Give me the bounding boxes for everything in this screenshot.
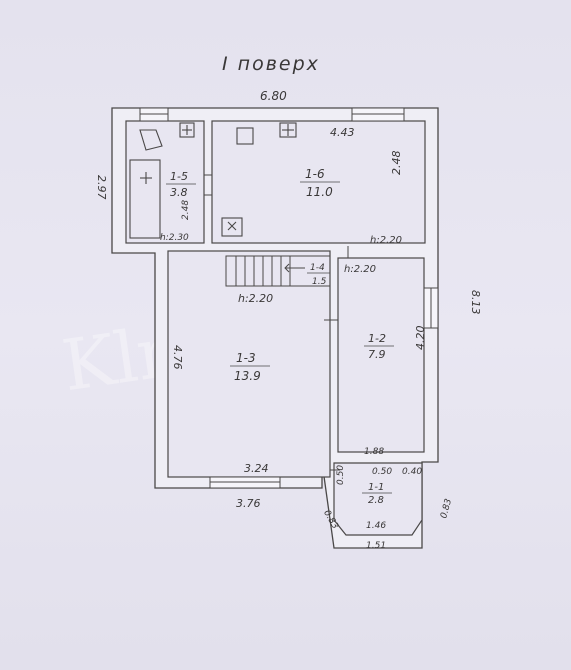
room-1-3-area: 13.9 (234, 369, 261, 383)
room-1-2-area (337, 257, 425, 453)
dim-top-width: 6.80 (260, 89, 287, 103)
room-1-5-id: 1-5 (170, 170, 188, 183)
room-1-2-id: 1-2 (368, 332, 386, 345)
room-1-3-area (167, 250, 331, 478)
dim-porch-left: 0.50 (336, 465, 346, 485)
room-1-5-area: 3.8 (170, 186, 188, 199)
room-1-3-id: 1-3 (236, 351, 256, 365)
dim-room15-inner: 2.48 (181, 200, 191, 220)
room-1-6-height: h:2.20 (370, 235, 402, 246)
boiler-icon (221, 217, 243, 237)
room-1-1-id: 1-1 (368, 482, 384, 493)
room-1-4-area: 1.5 (312, 277, 327, 287)
dim-right-outer: 8.13 (469, 290, 482, 315)
toilet-icon (139, 129, 163, 151)
dim-porch-bottom-outer: 1.51 (366, 541, 386, 551)
dim-stair-height: h:2.20 (238, 292, 273, 305)
dim-porch-mid: 0.50 (372, 467, 392, 477)
dim-porch-top: 1.88 (364, 447, 384, 457)
dim-room13-bottom-outer: 3.76 (236, 497, 261, 510)
dim-room16-right: 2.48 (390, 151, 403, 176)
stove-icon (236, 127, 254, 145)
door-marks (204, 174, 349, 471)
floor-title: I поверх (222, 53, 320, 75)
room-1-1-area: 2.8 (368, 495, 384, 506)
room-1-5-height: h:2.30 (160, 233, 189, 243)
room-interiors (125, 120, 426, 536)
dim-porch-right-diag: 0.83 (439, 497, 454, 519)
room-1-5-area (125, 120, 205, 244)
sink-icon (179, 122, 195, 138)
room-1-4-id: 1-4 (310, 263, 325, 273)
room-labels: 1-5 3.8 h:2.30 1-6 11.0 h:2.20 1-4 1.5 1… (160, 167, 402, 506)
dim-porch-bottom-inner: 1.46 (366, 521, 386, 531)
room-1-2-height: h:2.20 (344, 264, 376, 275)
fixtures (129, 122, 297, 239)
dim-room12-side: 4.20 (414, 326, 427, 351)
room-1-2-area: 7.9 (368, 348, 386, 361)
stairs (225, 255, 331, 287)
dim-room16-width: 4.43 (330, 126, 355, 139)
room-1-6-area: 11.0 (306, 185, 333, 199)
bathtub (129, 159, 161, 239)
dim-left-height: 2.97 (95, 175, 108, 200)
windows (139, 107, 439, 489)
room-1-6-id: 1-6 (305, 167, 325, 181)
dimensions: 6.80 2.97 4.43 2.48 2.48 h:2.20 4.76 3.2… (95, 89, 482, 551)
dim-room13-bottom-inner: 3.24 (244, 462, 269, 475)
sink-2-icon (279, 122, 297, 138)
room-1-1-area (333, 462, 423, 536)
dim-room13-left: 4.76 (171, 345, 184, 370)
dim-porch-right: 0.40 (402, 467, 422, 477)
